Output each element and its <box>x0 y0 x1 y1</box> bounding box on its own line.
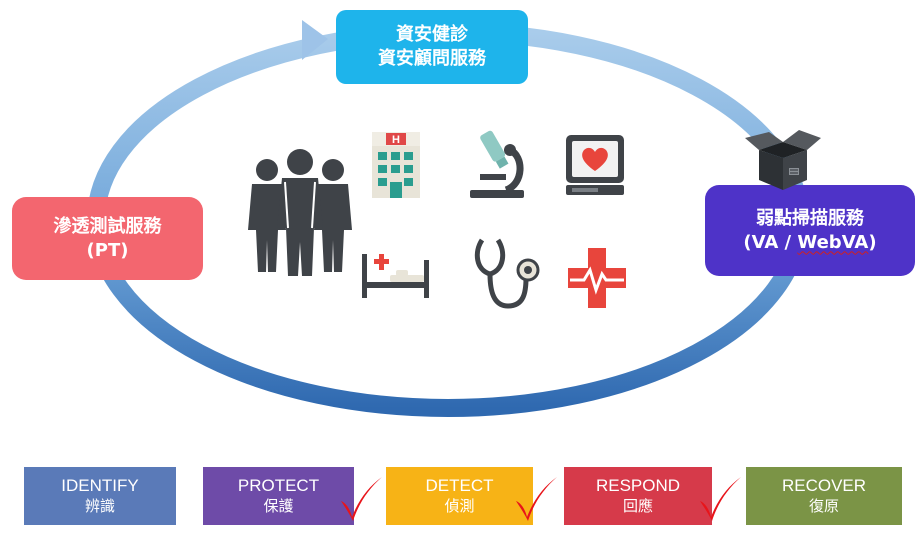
heart-monitor-icon <box>566 135 624 195</box>
svg-text:H: H <box>392 134 400 146</box>
nist-label-zh: 復原 <box>808 497 839 515</box>
service-label: 資安健診 <box>396 24 468 45</box>
service-label: 弱點掃描服務 <box>756 207 864 229</box>
nist-label-en: DETECT <box>425 476 494 495</box>
box-icon <box>745 130 821 190</box>
service-sublabel: 資安顧問服務 <box>378 48 486 69</box>
nist-label-zh: 保護 <box>263 497 294 515</box>
service-sublabel: (VA / WebVA) <box>743 231 877 253</box>
check-mark-icon <box>700 477 741 521</box>
hospital-bed-icon <box>362 254 429 298</box>
service-box-security-checkup: 資安健診 資安顧問服務 <box>336 10 528 84</box>
service-sublabel: (PT) <box>86 239 129 261</box>
nist-label-en: RESPOND <box>595 476 681 495</box>
service-box-vulnerability-scan: 弱點掃描服務 (VA / WebVA) <box>705 185 915 276</box>
service-box-penetration-test: 滲透測試服務 (PT) <box>12 197 203 280</box>
nist-label-en: PROTECT <box>237 476 320 495</box>
people-icon <box>248 149 352 276</box>
nist-respond-box: RESPOND 回應 <box>564 467 712 525</box>
nist-recover-box: RECOVER 復原 <box>746 467 902 525</box>
nist-identify-box: IDENTIFY 辨識 <box>24 467 176 525</box>
check-mark-icon <box>341 477 382 521</box>
nist-label-zh: 辨識 <box>84 497 115 515</box>
nist-detect-box: DETECT 偵測 <box>386 467 533 525</box>
hospital-icon: H <box>372 132 420 198</box>
stethoscope-icon <box>474 238 540 309</box>
medical-cross-icon <box>568 248 626 308</box>
service-label: 滲透測試服務 <box>53 215 162 237</box>
nist-label-zh: 偵測 <box>444 497 475 515</box>
nist-label-en: IDENTIFY <box>61 476 139 495</box>
check-mark-icon <box>516 477 557 521</box>
nist-label-en: RECOVER <box>781 476 867 495</box>
microscope-icon <box>470 130 524 198</box>
nist-protect-box: PROTECT 保護 <box>203 467 354 525</box>
nist-label-zh: 回應 <box>622 497 653 515</box>
